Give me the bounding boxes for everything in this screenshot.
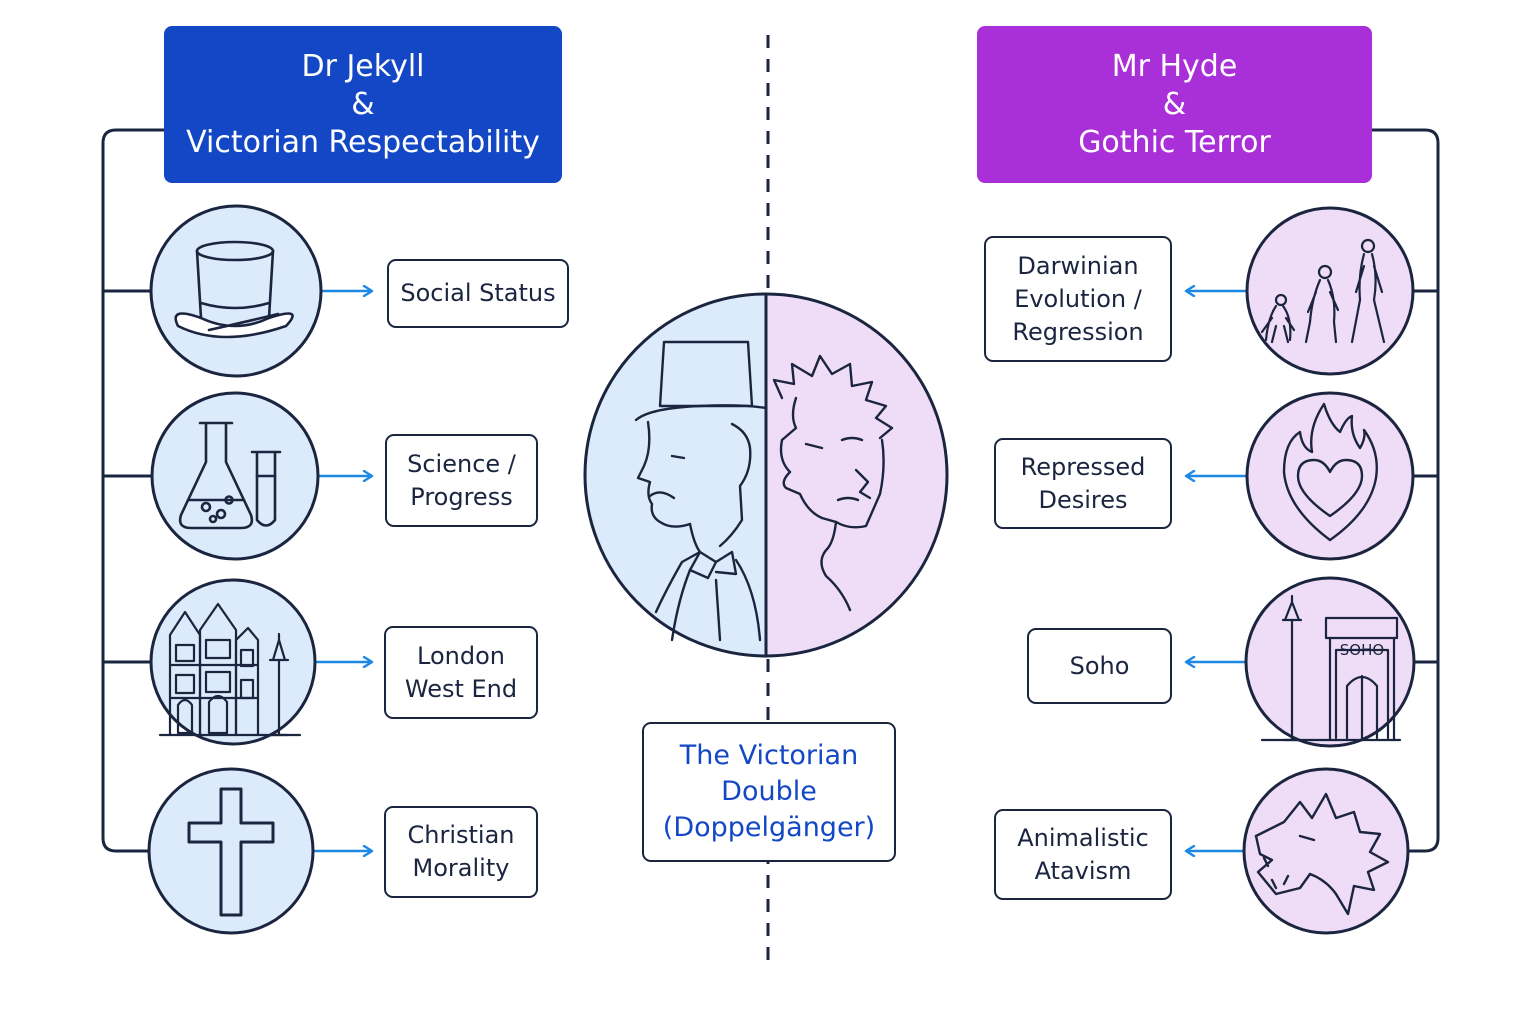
cross-icon: [147, 767, 315, 935]
animalistic-atavism-label: Animalistic Atavism: [994, 809, 1172, 900]
left-connector: [101, 128, 164, 853]
jekyll-header-line-1: Dr Jekyll: [301, 48, 425, 84]
hyde-header-line-3: Gothic Terror: [1078, 124, 1271, 160]
hyde-header: Mr Hyde & Gothic Terror: [977, 26, 1372, 183]
victorian-double-text-3: (Doppelgänger): [662, 812, 876, 843]
animalistic-atavism-text-1: Animalistic: [1017, 823, 1149, 852]
victorian-double-label: The Victorian Double (Doppelgänger): [642, 722, 896, 862]
christian-morality-text-1: Christian: [407, 821, 515, 849]
jekyll-header-line-2: &: [351, 86, 375, 122]
darwinian-evolution-label: Darwinian Evolution / Regression: [984, 236, 1172, 362]
animalistic-atavism-text-2: Atavism: [1034, 856, 1132, 885]
flaming-heart-icon: [1245, 391, 1415, 561]
hyde-header-line-2: &: [1162, 86, 1187, 122]
right-connector: [1372, 128, 1440, 853]
science-progress-label: Science / Progress: [385, 434, 538, 527]
london-west-end-text-1: London: [417, 641, 505, 670]
christian-morality-text-2: Morality: [412, 854, 510, 882]
soho-label: Soho: [1027, 628, 1172, 704]
repressed-desires-text-2: Desires: [1038, 485, 1128, 514]
right-arrows: [1186, 291, 1247, 851]
jekyll-header-line-3: Victorian Respectability: [186, 124, 540, 160]
flask-icon: [150, 391, 320, 561]
london-west-end-label: London West End: [384, 626, 538, 719]
social-status-label: Social Status: [387, 259, 569, 328]
left-arrows: [313, 291, 372, 851]
darwinian-evolution-text-2: Evolution /: [1014, 284, 1142, 313]
repressed-desires-label: Repressed Desires: [994, 438, 1172, 529]
science-progress-text-1: Science /: [407, 449, 516, 478]
victorian-double-text-1: The Victorian: [679, 740, 859, 771]
top-hat-icon: [149, 204, 323, 378]
darwinian-evolution-text-3: Regression: [1012, 317, 1144, 346]
wolf-icon: [1242, 767, 1410, 935]
soho-street-icon: [1244, 576, 1416, 748]
soho-sign-text: SOHO: [1339, 641, 1385, 659]
repressed-desires-text-1: Repressed: [1020, 452, 1146, 481]
townhouse-icon: [149, 578, 317, 746]
jekyll-header: Dr Jekyll & Victorian Respectability: [164, 26, 562, 183]
evolution-icon: [1245, 206, 1415, 376]
science-progress-text-2: Progress: [410, 482, 513, 511]
jekyll-hyde-portrait-icon: [583, 292, 949, 658]
victorian-double-text-2: Double: [721, 776, 817, 807]
soho-text: Soho: [1069, 651, 1130, 680]
social-status-text: Social Status: [400, 279, 556, 307]
hyde-header-line-1: Mr Hyde: [1111, 48, 1238, 84]
christian-morality-label: Christian Morality: [384, 806, 538, 898]
london-west-end-text-2: West End: [404, 674, 518, 703]
darwinian-evolution-text-1: Darwinian: [1017, 251, 1139, 280]
